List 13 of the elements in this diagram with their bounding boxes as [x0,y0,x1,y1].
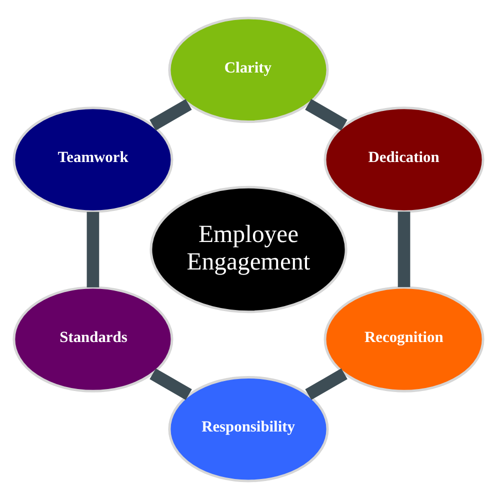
connector [86,212,99,288]
node-ellipse: Standards [12,286,173,392]
node-ellipse: Teamwork [12,106,173,213]
node-ellipse: Dedication [323,106,484,213]
connector [304,368,347,400]
connector [304,99,347,131]
node-ellipse: Clarity [168,16,328,123]
node-ellipse: Employee Engagement [149,186,347,314]
connector [149,99,192,131]
node-ellipse: Recognition [323,286,484,392]
connector [397,212,410,288]
connector [149,368,192,400]
node-ellipse: Responsibility [168,376,328,482]
